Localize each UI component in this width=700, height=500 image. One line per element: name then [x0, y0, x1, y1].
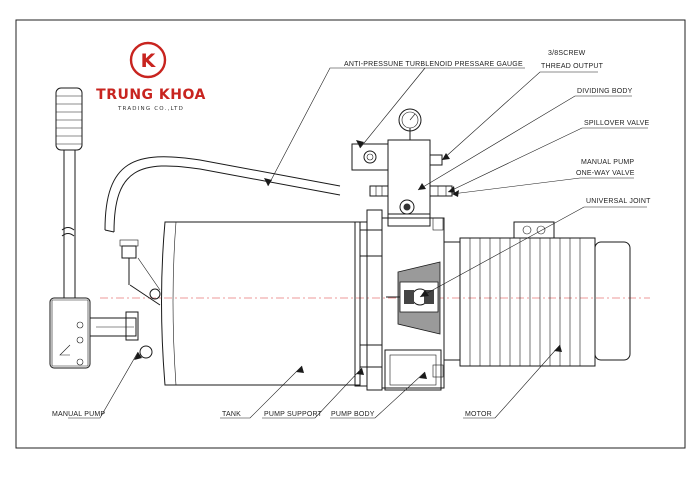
label-manual-pump-valve-line1: MANUAL PUMP — [581, 159, 634, 166]
label-universal-joint: UNIVERSAL JOINT — [586, 198, 651, 205]
dividing-body — [351, 108, 453, 227]
logo-name: TRUNG KHOA — [96, 87, 206, 103]
label-manual-pump: MANUAL PUMP — [52, 411, 105, 418]
label-thread-output-line1: 3/8SCREW — [548, 50, 586, 57]
logo-subtitle: TRADING CO.,LTD — [117, 106, 184, 112]
leader-lines — [68, 67, 648, 419]
label-anti-pressure-gauge: ANTI-PRESSUNE TURBLENOID PRESSARE GAUGE — [344, 61, 523, 68]
label-pump-support: PUMP SUPPORT — [264, 411, 323, 418]
label-pump-body: PUMP BODY — [331, 411, 375, 418]
pump-body — [359, 209, 445, 391]
logo-mark: K — [141, 50, 157, 72]
label-thread-output-line2: THREAD OUTPUT — [541, 63, 604, 70]
label-dividing-body: DIVIDING BODY — [577, 88, 633, 95]
label-manual-pump-valve-line2: ONE-WAY VALVE — [576, 170, 635, 177]
drawing-frame — [15, 19, 686, 449]
motor — [443, 221, 631, 367]
hose — [104, 156, 341, 233]
label-tank: TANK — [222, 411, 241, 418]
tank — [161, 221, 368, 387]
leader-arrowheads — [134, 140, 562, 379]
label-spillover-valve: SPILLOVER VALVE — [584, 120, 650, 127]
manual-pump-handle — [49, 87, 161, 369]
label-motor: MOTOR — [465, 411, 492, 418]
company-logo: K TRUNG KHOA TRADING CO.,LTD — [96, 41, 206, 112]
